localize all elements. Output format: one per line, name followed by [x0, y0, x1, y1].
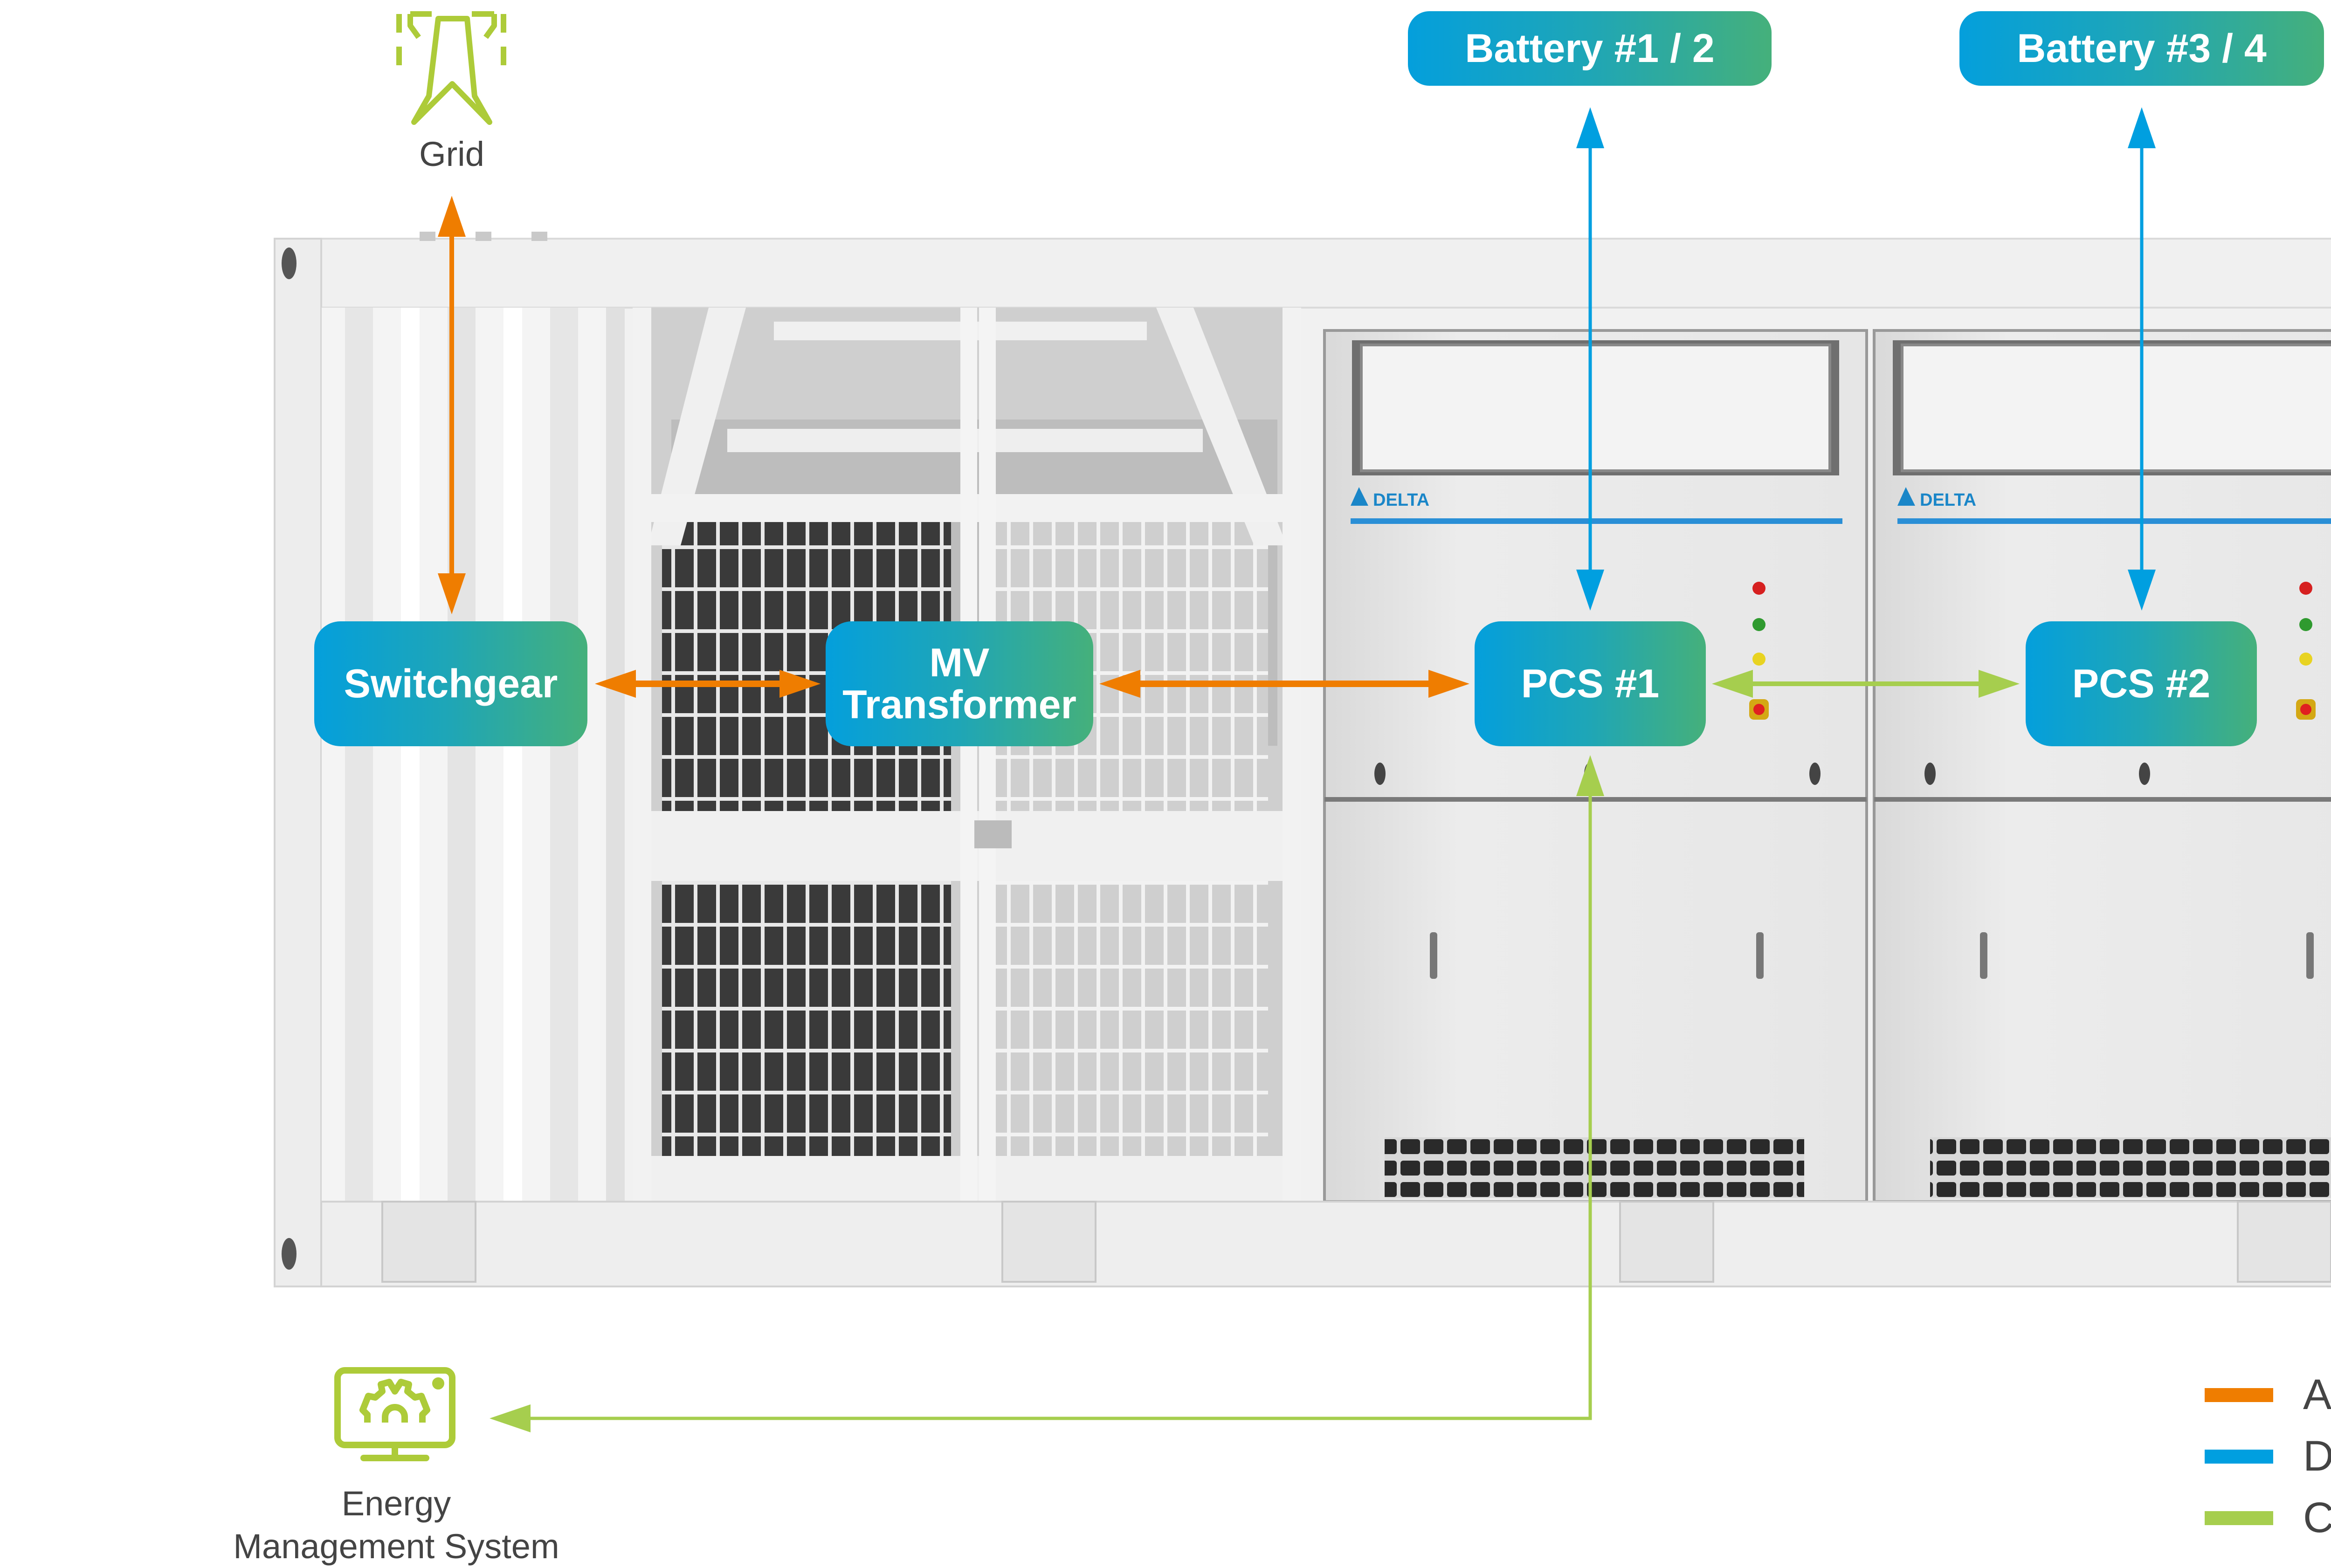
delta-logo-1: DELTA: [1373, 490, 1429, 510]
transformer-cage: [633, 308, 1301, 1202]
monitor-gear-icon: [334, 1367, 455, 1461]
arrowhead-pcs1-left: [1428, 670, 1469, 698]
pcs1-node[interactable]: PCS #1: [1475, 621, 1706, 746]
pcs2-label: PCS #2: [2072, 661, 2211, 706]
legend-label-ac: AC: [2303, 1371, 2331, 1418]
mv-transformer-label-line1: MV: [929, 640, 990, 685]
comm-line-pcs1-ems: [503, 783, 1592, 1420]
switchgear-node[interactable]: Switchgear: [314, 621, 587, 746]
legend-swatch-ac: [2205, 1388, 2273, 1402]
arrowhead-pcs1-top: [1576, 570, 1604, 611]
legend-item-ac: AC: [2205, 1370, 2331, 1419]
arrowhead-mv-right: [1099, 670, 1140, 698]
arrowhead-battery34: [2128, 107, 2156, 148]
legend-label-dc: DC: [2303, 1432, 2331, 1480]
ems-label-line1: Energy: [341, 1484, 451, 1523]
arrowhead-switchgear-right: [595, 670, 636, 698]
container-base: [320, 1201, 2331, 1287]
grid-label: Grid: [419, 135, 484, 173]
pcs-cabinet-1: DELTA: [1323, 329, 1868, 1203]
arrowhead-pcs1-bottom: [1576, 755, 1604, 796]
battery-3-4-label: Battery #3 / 4: [2017, 26, 2267, 71]
arrowhead-pcs2-top: [2128, 570, 2156, 611]
battery-1-2-node[interactable]: Battery #1 / 2: [1408, 11, 1772, 86]
power-tower-icon: [396, 11, 506, 125]
arrowhead-switchgear-top: [438, 573, 466, 614]
legend-item-dc: DC: [2205, 1432, 2331, 1481]
arrowhead-battery12: [1576, 107, 1604, 148]
delta-logo-2: DELTA: [1920, 490, 1976, 510]
arrowhead-pcs1-right: [1712, 670, 1753, 698]
battery-3-4-node[interactable]: Battery #3 / 4: [1959, 11, 2324, 86]
pcs1-label: PCS #1: [1521, 661, 1660, 706]
arrowhead-ems: [490, 1404, 531, 1432]
legend-item-communication: Communication: [2205, 1493, 2331, 1542]
mv-transformer-node[interactable]: MV Transformer: [826, 621, 1093, 746]
ems-label-line2: Management System: [233, 1527, 559, 1566]
battery-1-2-label: Battery #1 / 2: [1465, 26, 1715, 71]
pcs2-node[interactable]: PCS #2: [2026, 621, 2257, 746]
switchgear-panel: [322, 308, 625, 1202]
ems-label: Energy Management System: [186, 1482, 606, 1568]
switchgear-label: Switchgear: [344, 661, 558, 706]
mv-transformer-label-line2: Transformer: [842, 682, 1076, 727]
pcs-cabinet-2: DELTA: [1873, 329, 2331, 1203]
arrowhead-grid: [438, 196, 466, 237]
legend-swatch-communication: [2205, 1511, 2273, 1525]
legend-swatch-dc: [2205, 1449, 2273, 1464]
arrowhead-pcs2-left: [1979, 670, 2020, 698]
legend-label-communication: Communication: [2303, 1494, 2331, 1541]
arrowhead-mv-left: [779, 670, 821, 698]
